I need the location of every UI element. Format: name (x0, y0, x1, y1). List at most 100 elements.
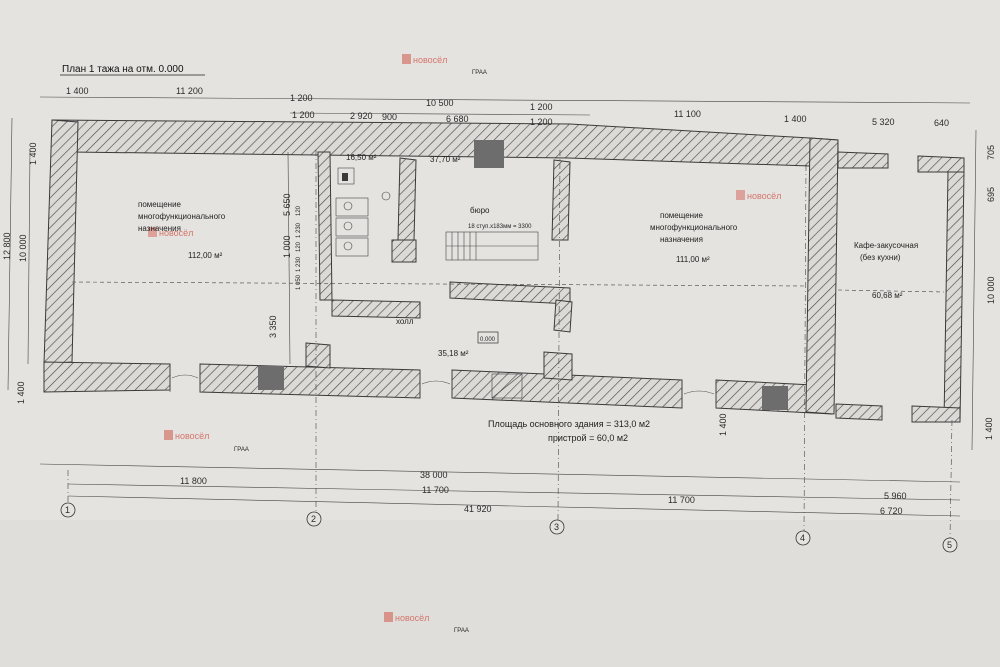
svg-text:38 000: 38 000 (420, 470, 448, 480)
svg-text:1 200: 1 200 (290, 93, 313, 103)
axis-3: 3 (554, 522, 559, 532)
svg-text:6 720: 6 720 (880, 506, 903, 516)
svg-text:помещение: помещение (138, 200, 182, 209)
svg-text:12 800: 12 800 (2, 232, 12, 260)
column-bottom-left (258, 366, 284, 390)
svg-text:многофункционального: многофункционального (650, 223, 738, 232)
svg-text:10 000: 10 000 (986, 276, 996, 304)
svg-text:3 350: 3 350 (268, 315, 278, 338)
dimensions-left: 1 400 12 800 10 000 1 400 (2, 117, 38, 404)
svg-text:10 500: 10 500 (426, 98, 454, 108)
room-left-area: 112,00 м² (188, 251, 223, 260)
room-hall-area: 35,18 м² (438, 349, 469, 358)
stairs (445, 231, 539, 399)
annex-wall-bottom-right (911, 405, 961, 423)
dimensions-bottom: 38 000 11 800 11 700 11 700 5 960 41 920… (39, 463, 961, 517)
wall-bottom-2 (199, 363, 421, 399)
svg-text:1 400: 1 400 (984, 417, 994, 440)
svg-text:1 200: 1 200 (292, 110, 315, 120)
svg-text:новосёл: новосёл (159, 228, 193, 238)
plan-title: План 1 тажа на отм. 0.000 (62, 64, 184, 75)
svg-text:5 650: 5 650 (282, 193, 292, 216)
svg-text:120: 120 (296, 241, 302, 252)
annex-wall-top (837, 151, 889, 169)
svg-text:11 100: 11 100 (674, 109, 701, 119)
svg-text:11 200: 11 200 (176, 86, 203, 96)
room-left: помещение многофункционального назначени… (138, 200, 226, 260)
watermark-bottom: новосёл ГРАА (384, 612, 469, 634)
doors (169, 364, 913, 420)
watermark-lower-left: новосёл ГРАА (164, 430, 249, 453)
svg-text:назначения: назначения (138, 224, 181, 233)
room-wc-area: 16,50 м² (346, 153, 377, 162)
svg-text:ГРАА: ГРАА (234, 447, 249, 453)
wall-inner-b (305, 342, 331, 369)
svg-text:Кафе-закусочная: Кафе-закусочная (854, 241, 918, 250)
svg-text:10 000: 10 000 (18, 234, 28, 262)
axis-4: 4 (800, 533, 805, 543)
svg-text:1 200: 1 200 (530, 117, 553, 127)
watermark-middle-right: новосёл (736, 190, 781, 201)
svg-text:900: 900 (382, 112, 397, 122)
svg-text:1 400: 1 400 (28, 142, 38, 165)
annex-wall-bottom (835, 403, 883, 421)
axis-1: 1 (65, 505, 70, 515)
svg-text:новосёл: новосёл (747, 191, 781, 201)
area-summary-main: Площадь основного здания = 313,0 м2 (488, 419, 650, 429)
svg-text:новосёл: новосёл (413, 55, 447, 65)
svg-text:11 800: 11 800 (180, 476, 207, 486)
watermark-middle-left: новосёл (148, 227, 193, 238)
wall-right (805, 137, 839, 415)
area-summary-annex: пристрой = 60,0 м2 (548, 433, 628, 443)
svg-text:1 400: 1 400 (16, 381, 26, 404)
svg-text:41 920: 41 920 (464, 504, 492, 514)
wall-inner-c (331, 299, 421, 319)
svg-text:1 000: 1 000 (282, 235, 292, 258)
svg-text:назначения: назначения (660, 235, 703, 244)
svg-text:695: 695 (986, 187, 996, 202)
wall-inner-h (543, 351, 573, 381)
watermark-top: новосёл ГРАА (402, 54, 487, 76)
dimensions-inner: 5 650 1 000 3 350 1 400 120 1 230 120 1 … (268, 193, 728, 436)
room-buro-area: 37,70 м² (430, 155, 461, 164)
wc-fixtures (335, 167, 391, 257)
svg-text:1 230: 1 230 (296, 222, 302, 238)
svg-text:640: 640 (934, 118, 949, 128)
axis-markers: 1 2 3 4 5 (60, 149, 958, 553)
svg-text:1 400: 1 400 (66, 86, 89, 96)
svg-text:(без кухни): (без кухни) (860, 253, 901, 262)
svg-text:120: 120 (296, 205, 302, 216)
room-cafe-area: 60,68 м² (872, 291, 903, 300)
column-top (474, 140, 504, 168)
svg-text:1 400: 1 400 (718, 413, 728, 436)
svg-text:1 200: 1 200 (530, 102, 553, 112)
wall-inner-i (391, 239, 417, 263)
wall-inner-g (553, 299, 573, 333)
wall-inner-a (317, 151, 333, 301)
wall-inner-d (397, 157, 417, 241)
svg-text:11 700: 11 700 (668, 495, 695, 505)
svg-text:5 320: 5 320 (872, 117, 895, 127)
room-hall-name: холл (396, 317, 414, 326)
hall-level: 0.000 (480, 337, 496, 343)
column-bottom-right (762, 386, 788, 410)
svg-text:помещение: помещение (660, 211, 704, 220)
dimensions-top: 1 400 11 200 1 200 10 500 1 200 11 100 1… (39, 86, 971, 128)
stairs-note: 18 ступ.х183мм = 3300 (468, 224, 532, 230)
svg-text:1 050: 1 050 (296, 274, 302, 290)
svg-text:1 230: 1 230 (296, 256, 302, 272)
svg-text:11 700: 11 700 (422, 485, 449, 495)
svg-text:1 400: 1 400 (784, 114, 807, 124)
svg-text:6 680: 6 680 (446, 114, 469, 124)
room-buro-name: бюро (470, 206, 490, 215)
svg-text:ГРАА: ГРАА (472, 70, 487, 76)
svg-text:ГРАА: ГРАА (454, 628, 469, 634)
hall-level-box (477, 331, 499, 344)
annex-wall-top-right (917, 155, 965, 173)
room-right-area: 111,00 м² (676, 255, 710, 264)
svg-text:новосёл: новосёл (395, 613, 429, 623)
axis-2: 2 (311, 514, 316, 524)
svg-text:5 960: 5 960 (884, 491, 907, 501)
svg-text:многофункционального: многофункционального (138, 212, 226, 221)
